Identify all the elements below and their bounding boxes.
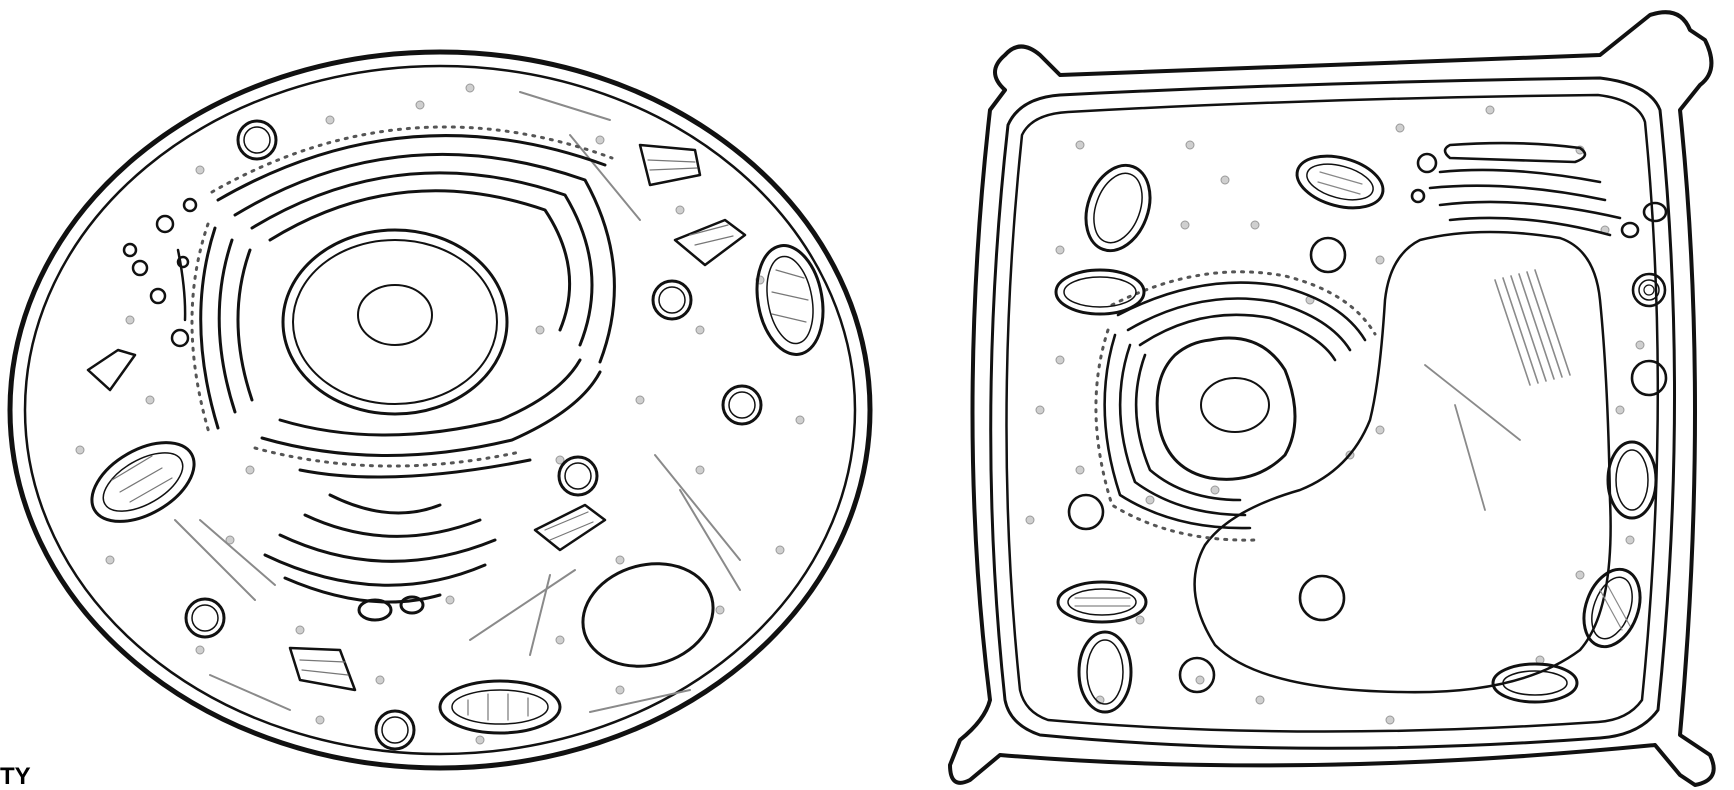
plant-cell: [950, 12, 1714, 785]
plant-nucleus: [1157, 338, 1295, 479]
animal-vesicles: [124, 199, 196, 346]
animal-mitochondria-cristae: [112, 270, 808, 720]
animal-nucleus-inner: [293, 240, 497, 404]
animal-rough-er: [201, 136, 615, 477]
plant-nucleolus: [1201, 378, 1269, 432]
plant-small-organelles: [1069, 238, 1666, 692]
plant-central-vacuole: [1195, 232, 1611, 692]
corner-label: TY: [0, 764, 31, 790]
plant-vacuole-fibers: [1425, 365, 1520, 510]
plant-cytoplasm-dots: [1026, 106, 1644, 724]
plant-crystal: [1495, 270, 1570, 385]
plant-rough-er: [1105, 283, 1365, 529]
animal-cell-membrane-outer: [10, 52, 870, 768]
plant-cell-wall-outer: [950, 12, 1714, 785]
animal-nucleus-outer: [283, 230, 507, 414]
animal-nucleolus: [358, 285, 432, 345]
plant-plastids: [1056, 147, 1656, 712]
animal-golgi: [265, 495, 495, 620]
animal-cell: [10, 52, 870, 768]
plant-golgi: [1412, 143, 1666, 237]
animal-centriole-lines: [300, 160, 733, 675]
animal-centrioles: [88, 145, 745, 690]
